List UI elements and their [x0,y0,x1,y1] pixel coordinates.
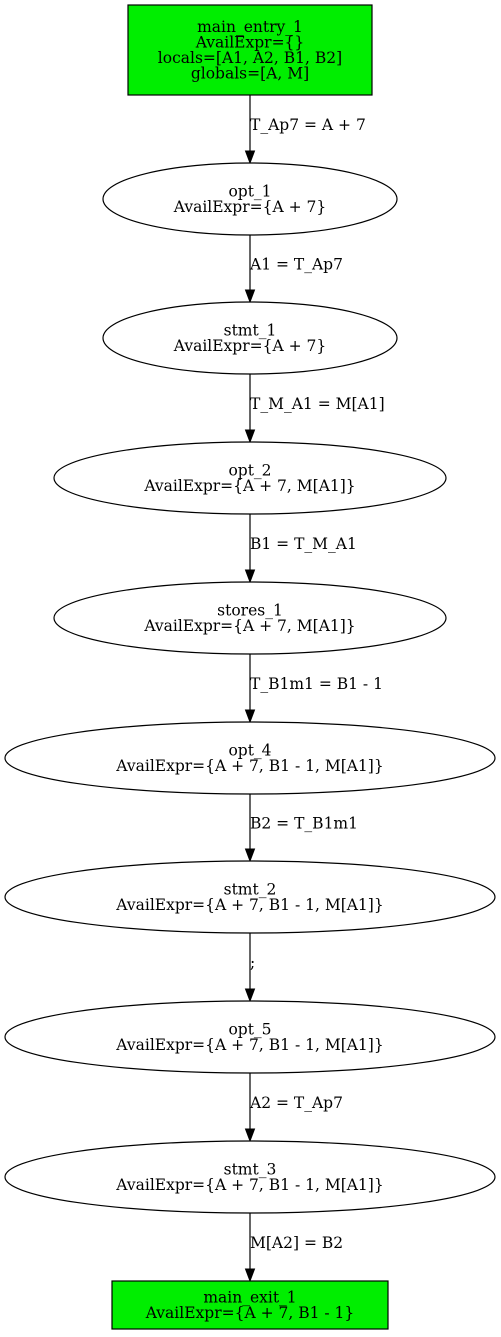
node-label-line: globals=[A, M] [191,64,309,82]
node-label-line: opt_5 [228,1020,271,1038]
node-ellipse-shape [102,162,398,236]
arrowhead-icon [244,1268,256,1283]
node-label-line: stmt_2 [224,880,277,898]
edge-label: T_M_A1 = M[A1] [250,395,385,413]
node-label-line: AvailExpr={} [195,33,305,51]
edge-opt-1-to-stmt-1: A1 = T_Ap7 [244,235,343,304]
edge-opt-5-to-stmt-3: A2 = T_Ap7 [244,1073,343,1143]
node-label-line: opt_1 [228,182,271,200]
node-label-line: AvailExpr={A + 7} [173,337,326,355]
arrowhead-icon [244,289,256,304]
node-label-line: main_exit_1 [203,1288,296,1306]
node-ellipse-shape [4,1140,496,1214]
node-label-line: opt_2 [228,461,271,479]
node-label-line: AvailExpr={A + 7, B1 - 1, M[A1]} [115,757,383,775]
node-label-line: stmt_1 [224,321,277,339]
node-label-line: AvailExpr={A + 7, B1 - 1, M[A1]} [115,1176,383,1194]
node-label-line: stores_1 [217,601,283,619]
edge-stmt-3-to-main-exit-1: M[A2] = B2 [244,1213,343,1283]
node-box-shape [127,4,373,96]
arrowhead-icon [244,848,256,863]
node-ellipse-shape [102,301,398,375]
node-ellipse-shape [4,721,496,795]
edge-main-entry-1-to-opt-1: T_Ap7 = A + 7 [244,95,366,165]
arrowhead-icon [244,988,256,1003]
arrowhead-icon [244,569,256,584]
node-ellipse-shape [53,441,447,515]
edge-stmt-1-to-opt-2: T_M_A1 = M[A1] [244,374,385,444]
node-label-line: AvailExpr={A + 7, M[A1]} [143,477,355,495]
arrowhead-icon [244,1128,256,1143]
node-label-line: opt_4 [228,741,271,759]
arrowhead-icon [244,429,256,444]
edge-label: T_Ap7 = A + 7 [250,116,366,134]
node-label-line: AvailExpr={A + 7, B1 - 1} [145,1304,355,1322]
edge-label: B1 = T_M_A1 [250,535,357,553]
node-ellipse-shape [53,581,447,655]
node-label-line: main_entry_1 [197,18,303,36]
edge-label: T_B1m1 = B1 - 1 [250,675,383,693]
edge-label: ; [250,954,255,972]
node-label-line: AvailExpr={A + 7, B1 - 1, M[A1]} [115,896,383,914]
node-label-line: AvailExpr={A + 7} [173,198,326,216]
node-label-line: locals=[A1, A2, B1, B2] [158,49,342,67]
node-label-line: stmt_3 [224,1160,277,1178]
edge-opt-2-to-stores-1: B1 = T_M_A1 [244,514,357,584]
arrowhead-icon [244,150,256,165]
edge-label: B2 = T_B1m1 [250,815,358,833]
node-ellipse-shape [4,860,496,934]
edge-stores-1-to-opt-4: T_B1m1 = B1 - 1 [244,654,383,724]
node-box-shape [111,1280,389,1330]
edge-stmt-2-to-opt-5: ; [244,933,256,1003]
node-label-line: AvailExpr={A + 7, B1 - 1, M[A1]} [115,1036,383,1054]
edge-label: A1 = T_Ap7 [249,256,343,274]
node-ellipse-shape [4,1000,496,1074]
node-label-line: AvailExpr={A + 7, M[A1]} [143,617,355,635]
edge-label: A2 = T_Ap7 [249,1094,343,1112]
arrowhead-icon [244,709,256,724]
edge-label: M[A2] = B2 [250,1234,343,1252]
edge-opt-4-to-stmt-2: B2 = T_B1m1 [244,794,358,863]
